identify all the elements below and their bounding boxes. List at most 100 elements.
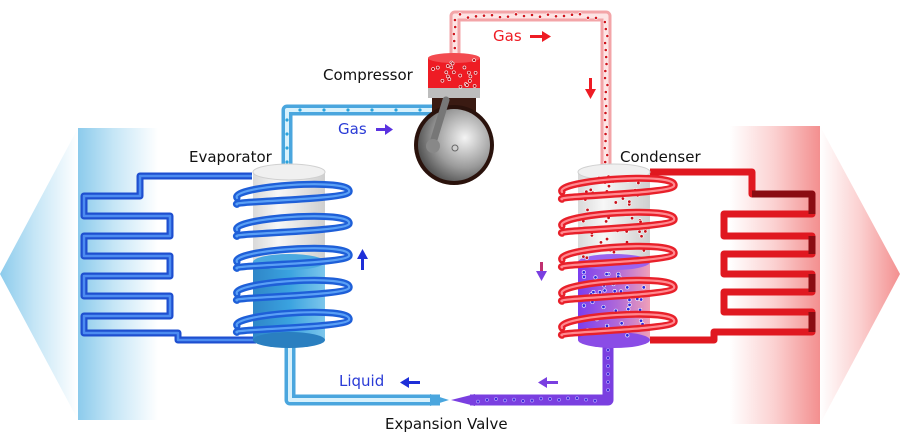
- molecule: [603, 90, 608, 94]
- molecule: [643, 229, 648, 234]
- molecule: [584, 397, 588, 402]
- molecule: [606, 364, 610, 368]
- molecule: [591, 290, 596, 295]
- molecule: [603, 160, 608, 164]
- hot-gas-label: Gas: [493, 27, 522, 45]
- molecule: [452, 46, 457, 50]
- molecule: [370, 108, 374, 112]
- molecule: [602, 288, 607, 293]
- coil-turn-highlight: [235, 311, 351, 334]
- expansion-valve-cold-taper: [430, 394, 449, 406]
- molecule: [554, 14, 558, 19]
- molecule: [285, 146, 289, 150]
- molecule: [612, 289, 617, 294]
- molecule: [474, 14, 478, 19]
- molecule: [449, 65, 454, 70]
- molecule: [512, 397, 516, 402]
- evaporator: [252, 163, 326, 348]
- molecule: [546, 12, 550, 17]
- molecule: [476, 399, 480, 404]
- molecule: [458, 12, 462, 17]
- coil-turn-highlight: [235, 247, 351, 270]
- molecule: [298, 108, 302, 112]
- molecule: [603, 48, 608, 52]
- cold-gas-label: Gas: [338, 120, 367, 138]
- molecule: [436, 65, 440, 70]
- molecule: [604, 323, 609, 328]
- molecule: [627, 302, 632, 307]
- molecule: [582, 274, 587, 279]
- molecule: [452, 39, 457, 43]
- molecule: [538, 14, 542, 19]
- molecule: [602, 20, 607, 24]
- flow-arrow-liquid-left: [400, 377, 420, 388]
- molecule: [604, 104, 609, 108]
- molecule: [603, 27, 608, 31]
- molecule: [453, 18, 457, 22]
- flow-arrow-warm-liquid-left: [538, 377, 558, 388]
- molecule: [584, 255, 589, 260]
- molecule: [594, 15, 598, 20]
- molecule: [586, 15, 590, 20]
- molecule: [604, 125, 609, 129]
- evaporator-spiral-coil: [233, 180, 353, 336]
- molecule: [639, 318, 644, 323]
- molecule: [521, 399, 525, 403]
- molecule: [619, 321, 624, 326]
- molecule: [394, 108, 398, 112]
- molecule: [605, 34, 610, 38]
- molecule: [418, 108, 422, 112]
- liquid-pipe-warm: [470, 345, 614, 406]
- molecule: [522, 14, 526, 18]
- molecule: [604, 219, 609, 224]
- cold-gas-pipe: [281, 104, 432, 170]
- expansion-valve-warm-taper: [451, 394, 475, 406]
- hot-gas-molecules: [451, 12, 610, 164]
- piston-rod: [428, 96, 450, 150]
- molecule: [458, 73, 462, 78]
- molecule: [611, 250, 616, 255]
- molecule: [593, 398, 597, 403]
- heat-absorbed-arrow: [0, 128, 78, 420]
- molecule: [602, 146, 607, 150]
- molecule: [639, 234, 644, 239]
- molecule: [514, 12, 518, 17]
- molecule: [603, 111, 608, 115]
- molecule: [581, 254, 586, 259]
- flow-arrow-evaporator-up: [357, 249, 368, 270]
- molecule: [637, 229, 642, 234]
- molecule: [603, 97, 608, 101]
- molecule: [285, 132, 289, 136]
- molecule: [285, 118, 289, 122]
- molecule: [605, 83, 610, 87]
- molecule: [322, 108, 326, 112]
- coil-turn-highlight: [235, 215, 351, 238]
- molecule: [588, 187, 593, 192]
- molecule: [581, 303, 586, 308]
- molecule: [530, 13, 534, 17]
- molecule: [603, 118, 607, 122]
- molecule: [598, 240, 603, 245]
- coil-turn-highlight: [560, 313, 676, 337]
- molecule: [603, 69, 608, 73]
- compressor-label: Compressor: [323, 66, 413, 84]
- molecule: [482, 13, 486, 18]
- molecule: [503, 398, 507, 403]
- molecule: [444, 70, 449, 75]
- molecule: [625, 333, 630, 338]
- condenser-label: Condenser: [620, 148, 701, 166]
- liquid-label: Liquid: [339, 372, 385, 390]
- molecule: [593, 275, 598, 280]
- molecule: [494, 397, 498, 401]
- molecule: [639, 297, 644, 302]
- molecule: [604, 62, 609, 66]
- flow-arrow-cold-gas-right: [376, 124, 393, 135]
- expansion-valve-label: Expansion Valve: [385, 415, 508, 433]
- molecule: [603, 132, 608, 136]
- compressor: [414, 53, 494, 185]
- molecule: [566, 396, 570, 401]
- molecule: [641, 285, 646, 290]
- molecule: [440, 79, 445, 83]
- liquid-pipe-cold-inner: [288, 345, 440, 402]
- molecule: [597, 290, 602, 295]
